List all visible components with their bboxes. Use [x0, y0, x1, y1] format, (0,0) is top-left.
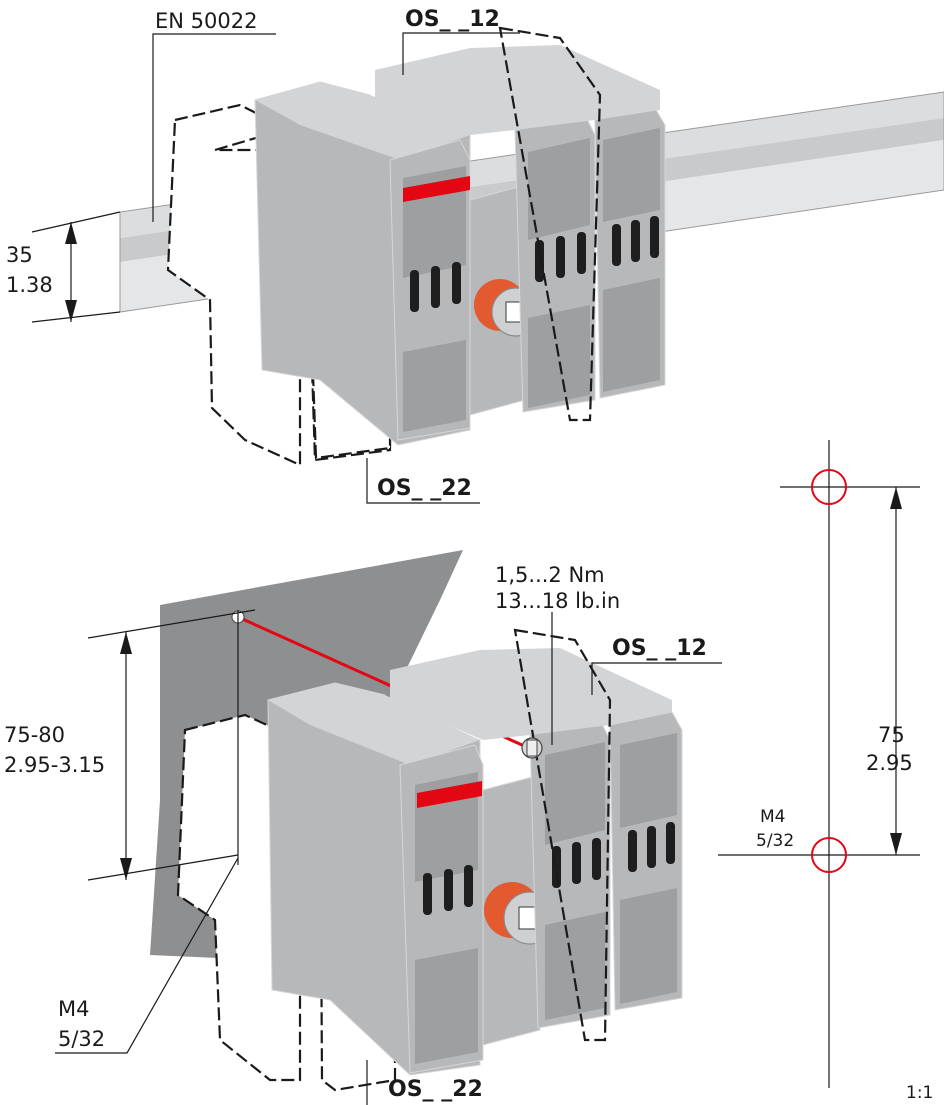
rail-standard-label: EN 50022: [155, 9, 257, 33]
hole-spacing-mm: 75-80: [4, 723, 65, 747]
hole-spacing-dimension: 75-80 2.95-3.15: [4, 609, 256, 881]
vent-slot: [650, 216, 659, 258]
drilling-template: 75 2.95 M4 5/32 1:1: [718, 440, 933, 1103]
vent-slot: [431, 266, 440, 308]
template-hole-lower: [811, 837, 847, 873]
vent-slot: [552, 846, 561, 888]
vent-slot: [556, 236, 565, 278]
rail-height-mm: 35: [6, 243, 33, 267]
vent-slot: [647, 826, 656, 868]
model-os12-label-bottom: OS_ _12: [612, 636, 707, 661]
rail-standard-callout: EN 50022: [152, 9, 276, 222]
vent-slot: [410, 270, 419, 312]
vent-slot: [666, 822, 675, 864]
screw-size-callout-bottom: M4 5/32: [55, 857, 239, 1054]
template-hole-upper: [811, 469, 847, 505]
switch-body-bottom: [267, 628, 683, 1076]
template-spacing-mm: 75: [878, 723, 905, 747]
bottom-view: 75-80 2.95-3.15 M4 5/32 1,5...2 Nm 13...…: [4, 550, 722, 1105]
screw-size: M4: [58, 997, 89, 1021]
vent-slot: [535, 240, 544, 282]
vent-slot: [452, 262, 461, 304]
model-os22-label-bottom: OS_ _22: [388, 1077, 483, 1102]
torque-lbin: 13...18 lb.in: [495, 589, 620, 613]
torque-callout: 1,5...2 Nm 13...18 lb.in: [495, 563, 620, 745]
vent-slot: [572, 842, 581, 884]
template-screw-size: M4: [760, 807, 785, 827]
os22-callout-top: OS_ _22: [366, 458, 480, 504]
vent-slot: [612, 224, 621, 266]
torque-nm: 1,5...2 Nm: [495, 563, 605, 587]
vent-slot: [628, 830, 637, 872]
vent-slot: [444, 869, 453, 911]
vent-slot: [577, 232, 586, 274]
vent-slot: [464, 865, 473, 907]
model-os22-label-top: OS_ _22: [377, 476, 472, 501]
switch-body-top: [254, 26, 666, 446]
hole-spacing-in: 2.95-3.15: [4, 753, 105, 777]
top-view: 35 1.38 EN 50022: [6, 7, 944, 504]
rail-height-in: 1.38: [6, 273, 53, 297]
red-indicator-bottom: [417, 781, 482, 808]
rail-height-dimension: 35 1.38: [6, 211, 121, 323]
vent-slot: [423, 873, 432, 915]
scale-label: 1:1: [906, 1083, 933, 1103]
os12-callout-top: OS_ _12: [402, 7, 520, 75]
os12-callout-bottom: OS_ _12: [591, 636, 722, 695]
vent-slot: [592, 838, 601, 880]
template-spacing-in: 2.95: [866, 751, 913, 775]
red-indicator-top: [403, 176, 470, 202]
model-os12-label-top: OS_ _12: [405, 7, 500, 32]
screw-size-in: 5/32: [58, 1027, 105, 1051]
vent-slot: [631, 220, 640, 262]
template-screw-size-in: 5/32: [756, 831, 794, 851]
os22-callout-bottom: OS_ _22: [366, 1060, 483, 1105]
